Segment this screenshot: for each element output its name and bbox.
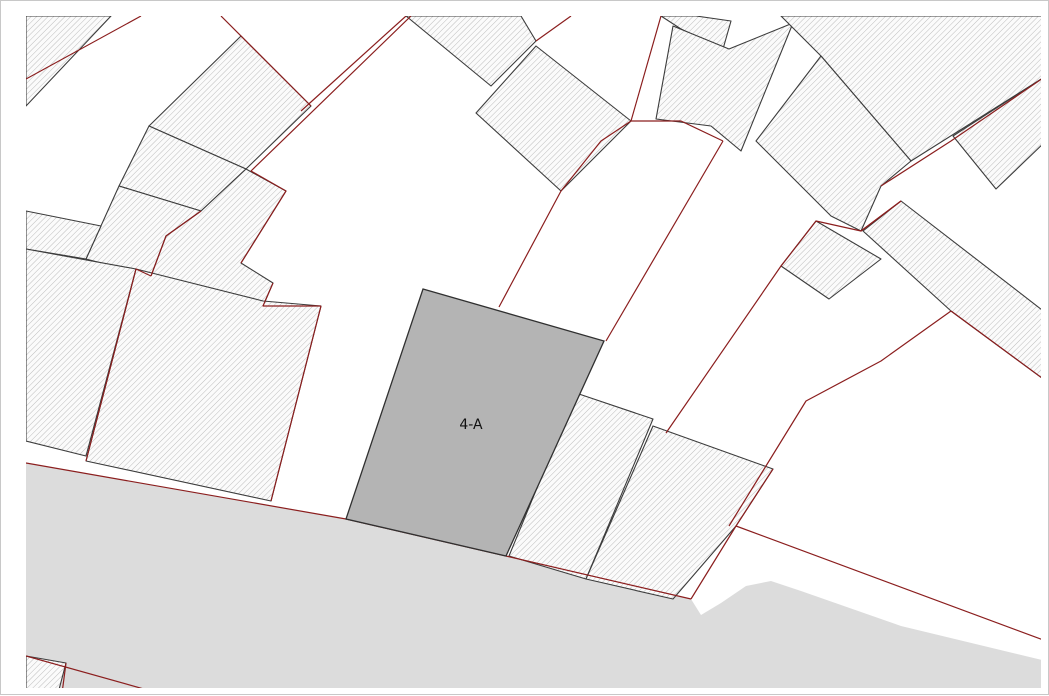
building: [26, 16, 112, 107]
parcel-label: 4-A: [459, 417, 483, 433]
parcel-boundaries: [26, 16, 1041, 688]
parcel-4a-shape[interactable]: [345, 288, 605, 557]
building: [952, 78, 1041, 190]
building: [660, 16, 732, 50]
road-area: [26, 463, 1041, 688]
selected-parcel-4a[interactable]: 4-A: [345, 288, 605, 557]
building: [26, 248, 137, 457]
building: [755, 55, 912, 232]
building: [26, 210, 102, 260]
building: [780, 16, 1041, 162]
